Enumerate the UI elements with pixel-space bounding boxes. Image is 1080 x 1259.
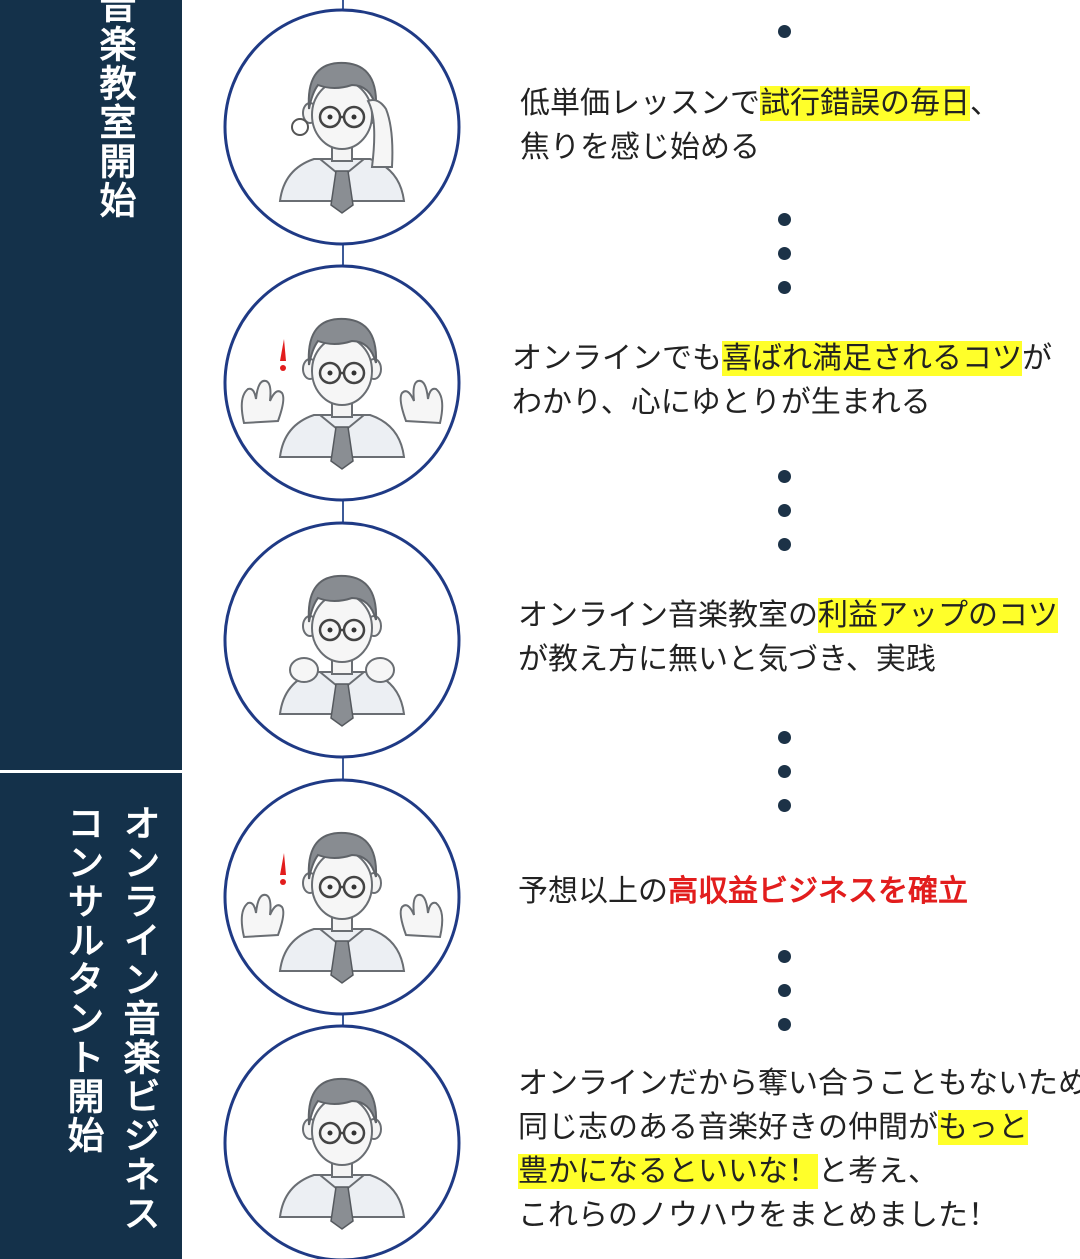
ellipsis-dot <box>778 538 791 551</box>
sidebar-label-music-class-start: 音楽教室開始 <box>93 0 136 220</box>
step-2-line-2: わかり、心にゆとりが生まれる <box>512 385 931 420</box>
ellipsis-dots-2 <box>778 213 792 315</box>
ellipsis-dot <box>778 1018 791 1031</box>
step-4-line-1-plain: 予想以上の <box>518 874 668 909</box>
step-5-highlight-b: 豊かになるといいな！ <box>518 1154 818 1189</box>
step-3-circle <box>223 521 461 759</box>
sidebar-label-online-business: オンライン音楽ビジネス <box>117 804 160 1233</box>
step-2-line-1-tail: が <box>1022 341 1052 376</box>
step-3-text: オンライン音楽教室の利益アップのコツ が教え方に無いと気づき、実践 <box>518 594 1058 682</box>
step-3-highlight: 利益アップのコツ <box>818 598 1058 633</box>
step-2-circle <box>223 264 461 502</box>
ellipsis-dot <box>778 799 791 812</box>
ellipsis-dot <box>778 950 791 963</box>
step-4-line-1: 予想以上の高収益ビジネスを確立 <box>518 870 968 914</box>
ellipsis-dots-3 <box>778 470 792 572</box>
step-5-circle <box>223 1024 461 1259</box>
step-1-line-1-plain: 低単価レッスンで <box>520 86 760 121</box>
step-1-text: 低単価レッスンで試行錯誤の毎日、 焦りを感じ始める <box>520 82 1000 170</box>
step-1-line-2: 焦りを感じ始める <box>520 130 760 165</box>
step-3-line-2: が教え方に無いと気づき、実践 <box>518 642 936 677</box>
ellipsis-dots-5 <box>778 950 792 1052</box>
step-4-circle <box>223 778 461 1016</box>
ellipsis-dot <box>778 470 791 483</box>
step-3-line-1: オンライン音楽教室の利益アップのコツ <box>518 594 1058 638</box>
step-4-illustration <box>223 778 461 1016</box>
step-1-line-1: 低単価レッスンで試行錯誤の毎日、 <box>520 82 1000 126</box>
step-3-line-1-plain: オンライン音楽教室の <box>518 598 818 633</box>
step-2-illustration <box>223 264 461 502</box>
step-2-highlight: 喜ばれ満足されるコツ <box>722 341 1022 376</box>
step-5-line-1: オンラインだから奪い合うこともないため、 <box>518 1066 1080 1101</box>
step-5-text: オンラインだから奪い合うこともないため、 同じ志のある音楽好きの仲間がもっと 豊… <box>518 1062 1080 1238</box>
step-4-text: 予想以上の高収益ビジネスを確立 <box>518 870 968 914</box>
step-5-illustration <box>223 1024 461 1259</box>
step-1-highlight: 試行錯誤の毎日 <box>760 86 970 121</box>
sidebar: 音楽教室開始 オンライン音楽ビジネス コンサルタント開始 <box>0 0 182 1259</box>
step-2-line-1-plain: オンラインでも <box>512 341 722 376</box>
step-2-line-1: オンラインでも喜ばれ満足されるコツが <box>512 337 1052 381</box>
step-4-emphasis: 高収益ビジネスを確立 <box>668 874 968 909</box>
ellipsis-dot <box>778 281 791 294</box>
ellipsis-dots-1 <box>778 25 792 59</box>
sidebar-divider <box>0 770 182 773</box>
ellipsis-dot <box>778 731 791 744</box>
step-5-line-3: 豊かになるといいな！と考え、 <box>518 1150 1080 1194</box>
step-1-circle <box>223 8 461 246</box>
sidebar-label-consultant-start: コンサルタント開始 <box>61 804 104 1155</box>
step-5-line-2: 同じ志のある音楽好きの仲間がもっと <box>518 1106 1080 1150</box>
ellipsis-dot <box>778 504 791 517</box>
step-5-line-4: これらのノウハウをまとめました！ <box>518 1198 998 1233</box>
ellipsis-dot <box>778 25 791 38</box>
step-3-illustration <box>223 521 461 759</box>
step-5-line-3-tail: と考え、 <box>818 1154 938 1189</box>
step-5-line-2-plain: 同じ志のある音楽好きの仲間が <box>518 1110 938 1145</box>
ellipsis-dot <box>778 765 791 778</box>
step-1-illustration <box>223 8 461 246</box>
step-5-highlight-a: もっと <box>938 1110 1028 1145</box>
ellipsis-dot <box>778 247 791 260</box>
ellipsis-dot <box>778 984 791 997</box>
ellipsis-dot <box>778 213 791 226</box>
step-1-line-1-tail: 、 <box>970 86 1000 121</box>
step-2-text: オンラインでも喜ばれ満足されるコツが わかり、心にゆとりが生まれる <box>512 337 1052 425</box>
ellipsis-dots-4 <box>778 731 792 833</box>
